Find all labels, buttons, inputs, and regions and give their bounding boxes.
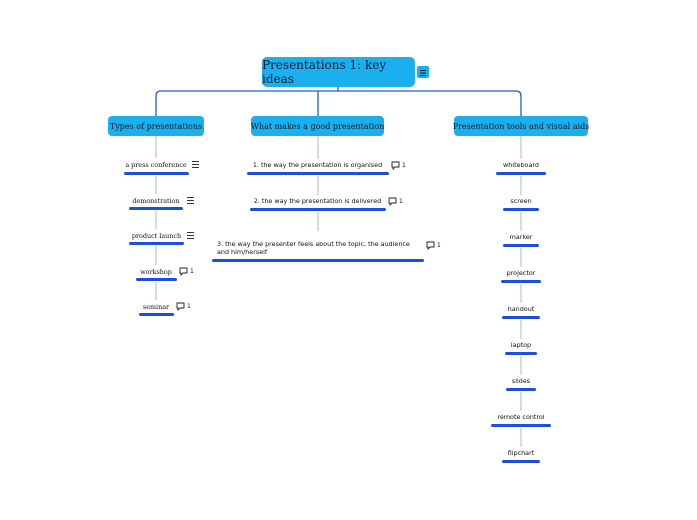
topic-handout[interactable]: handout <box>502 305 540 313</box>
topic-marker[interactable]: marker <box>503 233 539 241</box>
topic-seminar[interactable]: seminar <box>139 303 173 311</box>
comment-icon[interactable] <box>179 267 188 276</box>
topic-label: flipchart <box>507 449 535 457</box>
topic-label: workshop <box>140 268 172 276</box>
comment-count: 1 <box>437 242 441 249</box>
topic-underline <box>503 208 539 211</box>
topic-label: remote control <box>497 413 545 421</box>
topic-label: 2. the way the presentation is delivered <box>253 197 382 205</box>
topic-underline <box>496 172 546 175</box>
topic-underline <box>506 388 536 391</box>
comment-icon[interactable] <box>391 161 400 170</box>
comment-count: 1 <box>190 268 194 275</box>
topic-label: 1. the way the presentation is organised <box>252 161 383 169</box>
topic-screen[interactable]: screen <box>503 197 539 205</box>
notes-icon[interactable] <box>186 196 195 205</box>
topic-slides[interactable]: slides <box>506 377 536 385</box>
topic-underline <box>136 278 177 281</box>
topic-organised[interactable]: 1. the way the presentation is organised <box>247 161 388 169</box>
topic-underline <box>502 460 540 463</box>
topic-label: laptop <box>510 341 532 349</box>
comment-count: 1 <box>399 198 403 205</box>
topic-label: handout <box>507 305 535 313</box>
notes-icon[interactable] <box>417 66 429 78</box>
topic-label: demonstration <box>132 197 180 205</box>
topic-underline <box>247 172 389 175</box>
branch-label: Types of presentations <box>109 121 203 131</box>
topic-remote-control[interactable]: remote control <box>491 413 551 421</box>
topic-underline <box>212 259 424 262</box>
topic-underline <box>505 352 537 355</box>
topic-underline <box>129 242 184 245</box>
topic-label: 3. the way the presenter feels about the… <box>217 240 410 256</box>
topic-press-conference[interactable]: a press conference <box>124 161 188 169</box>
topic-underline <box>503 244 539 247</box>
branch-types-of-presentations[interactable]: Types of presentations <box>108 116 204 136</box>
topic-label: seminar <box>142 303 170 311</box>
topic-label: marker <box>509 233 533 241</box>
topic-label: product launch <box>131 232 182 240</box>
topic-underline <box>250 208 386 211</box>
comment-icon[interactable] <box>388 197 397 206</box>
topic-label: projector <box>506 269 536 277</box>
comment-count: 1 <box>402 162 406 169</box>
root-topic[interactable]: Presentations 1: key ideas <box>262 57 415 87</box>
notes-icon[interactable] <box>186 231 195 240</box>
branch-tools-visual-aids[interactable]: Presentation tools and visual aids <box>452 116 590 136</box>
notes-icon[interactable] <box>191 160 200 169</box>
topic-underline <box>501 280 541 283</box>
topic-workshop[interactable]: workshop <box>136 268 176 276</box>
root-topic-label: Presentations 1: key ideas <box>262 58 387 86</box>
branch-good-presentation[interactable]: What makes a good presentation <box>251 116 384 136</box>
comment-icon[interactable] <box>176 302 185 311</box>
topic-underline <box>129 207 183 210</box>
topic-delivered[interactable]: 2. the way the presentation is delivered <box>250 197 385 205</box>
topic-whiteboard[interactable]: whiteboard <box>496 161 546 169</box>
topic-flipchart[interactable]: flipchart <box>502 449 540 457</box>
topic-underline <box>124 172 189 175</box>
topic-presenter-feels[interactable]: 3. the way the presenter feels about the… <box>217 240 419 256</box>
topic-underline <box>502 316 540 319</box>
topic-label: whiteboard <box>503 161 539 169</box>
topic-underline <box>491 424 551 427</box>
topic-label: slides <box>511 377 531 385</box>
topic-label: screen <box>510 197 532 205</box>
topic-demonstration[interactable]: demonstration <box>129 197 183 205</box>
topic-underline <box>139 313 174 316</box>
topic-product-launch[interactable]: product launch <box>129 232 184 240</box>
comment-count: 1 <box>187 303 191 310</box>
comment-icon[interactable] <box>426 241 435 250</box>
topic-laptop[interactable]: laptop <box>505 341 537 349</box>
branch-label: Presentation tools and visual aids <box>452 121 590 131</box>
topic-projector[interactable]: projector <box>501 269 541 277</box>
topic-label: a press conference <box>125 161 187 169</box>
branch-label: What makes a good presentation <box>250 121 385 131</box>
